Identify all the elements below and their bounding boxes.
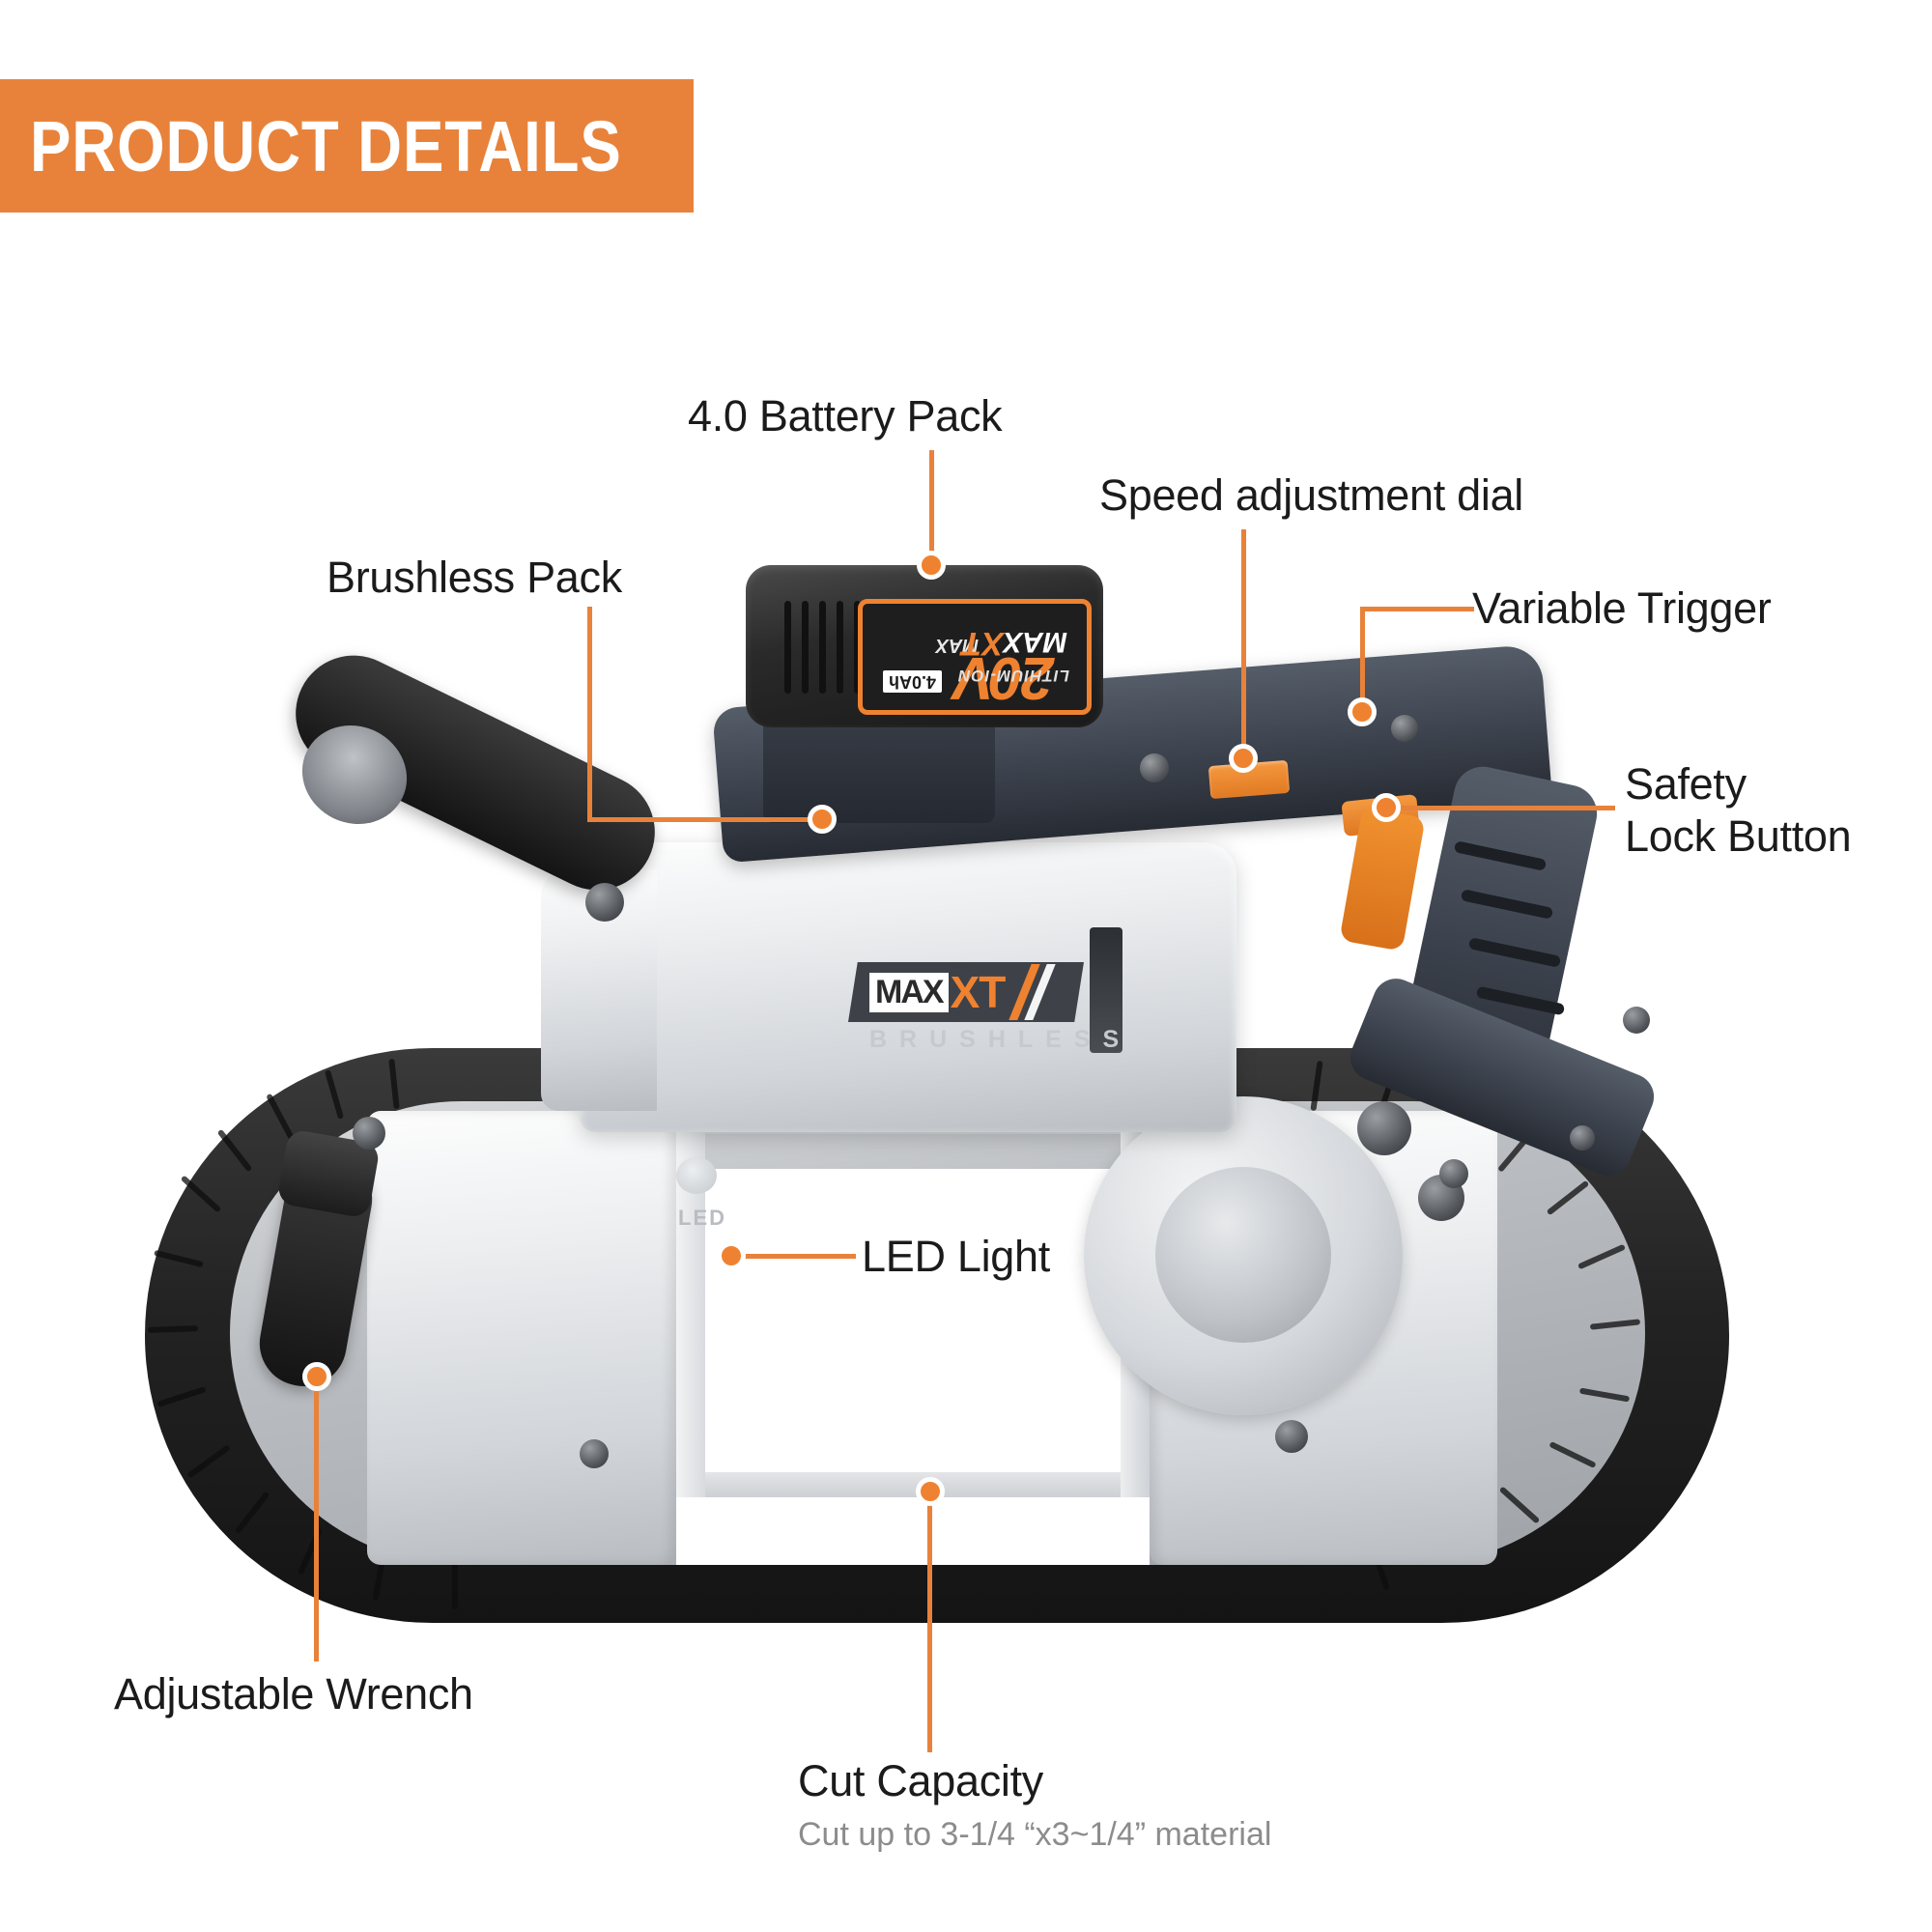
callout-label-battery-pack: 4.0 Battery Pack xyxy=(688,391,1003,440)
blade-tread xyxy=(452,1559,458,1609)
battery-brand-xt-text: XT xyxy=(961,625,1004,662)
arm-screw xyxy=(1570,1125,1595,1151)
battery-vent xyxy=(837,601,843,694)
brand-logo-badge: MAX XT xyxy=(848,962,1084,1022)
battery-chemistry-text: LITHIUM-ION xyxy=(957,667,1069,685)
arm-screw xyxy=(1140,753,1169,782)
brushless-emboss-text: BRUSHLESS xyxy=(869,1026,1132,1053)
leader-line-led-light xyxy=(732,1254,856,1259)
led-emboss-text: LED xyxy=(678,1206,726,1230)
battery-vent xyxy=(819,601,826,694)
leader-line-safety-lock xyxy=(1383,806,1615,810)
leader-line-brushless-pack xyxy=(587,607,592,819)
callout-label-variable-trigger: Variable Trigger xyxy=(1472,583,1772,633)
auxiliary-handle-screw xyxy=(585,883,624,922)
leader-line-variable-trigger xyxy=(1360,607,1474,711)
battery-brand-max-text: MAX xyxy=(1003,626,1067,658)
page-title: PRODUCT DETAILS xyxy=(29,105,622,186)
plate-screw xyxy=(1439,1159,1468,1188)
battery-capacity-text: 4.0Ah xyxy=(882,670,942,693)
callout-label-speed-dial: Speed adjustment dial xyxy=(1099,470,1523,520)
callout-label-led-light: LED Light xyxy=(862,1232,1050,1281)
battery-label: 20 V MAX MAX XT LITHIUM-ION 4.0Ah xyxy=(858,599,1092,715)
callout-label-adjustable-wrench: Adjustable Wrench xyxy=(114,1669,473,1719)
marker-dot-variable-trigger xyxy=(1348,697,1377,726)
battery-vent xyxy=(802,601,809,694)
plate-screw xyxy=(353,1117,385,1150)
led-lens-icon xyxy=(676,1157,717,1194)
guide-plate-left xyxy=(367,1111,676,1565)
callout-sublabel-cut-capacity: Cut up to 3-1/4 “x3~1/4” material xyxy=(798,1816,1272,1853)
arm-screw xyxy=(1391,715,1418,742)
callout-label-brushless-pack: Brushless Pack xyxy=(327,553,622,602)
marker-dot-led-light xyxy=(717,1241,746,1270)
blade-span-lower xyxy=(676,1472,1150,1497)
leader-line-cut-capacity xyxy=(927,1503,932,1752)
wheel-screw xyxy=(1357,1101,1411,1155)
marker-dot-brushless-pack xyxy=(808,805,837,834)
marker-dot-cut-capacity xyxy=(916,1477,945,1506)
callout-label-safety-lock-line2: Lock Button xyxy=(1625,811,1852,861)
arm-screw xyxy=(1623,1007,1650,1034)
leader-line-adjustable-wrench xyxy=(314,1381,319,1662)
battery-vent xyxy=(854,601,861,694)
marker-dot-battery-pack xyxy=(917,551,946,580)
leader-line-speed-dial xyxy=(1241,529,1246,761)
leader-line-brushless-pack-h xyxy=(587,817,819,822)
header-banner: PRODUCT DETAILS xyxy=(0,79,694,213)
callout-label-safety-lock-line1: Safety xyxy=(1625,759,1747,809)
cut-capacity-opening xyxy=(676,1169,1150,1565)
marker-dot-adjustable-wrench xyxy=(302,1362,331,1391)
logo-max-text: MAX xyxy=(869,972,949,1012)
plate-screw xyxy=(580,1439,609,1468)
marker-dot-safety-lock xyxy=(1372,793,1401,822)
leader-line-battery-pack xyxy=(929,450,934,568)
housing-vent xyxy=(1090,927,1122,1053)
logo-xt-text: XT xyxy=(950,967,1007,1017)
plate-screw xyxy=(1275,1420,1308,1453)
marker-dot-speed-dial xyxy=(1229,744,1258,773)
battery-vent xyxy=(784,601,791,694)
drive-wheel-hub xyxy=(1155,1167,1331,1343)
callout-label-cut-capacity: Cut Capacity xyxy=(798,1756,1044,1805)
